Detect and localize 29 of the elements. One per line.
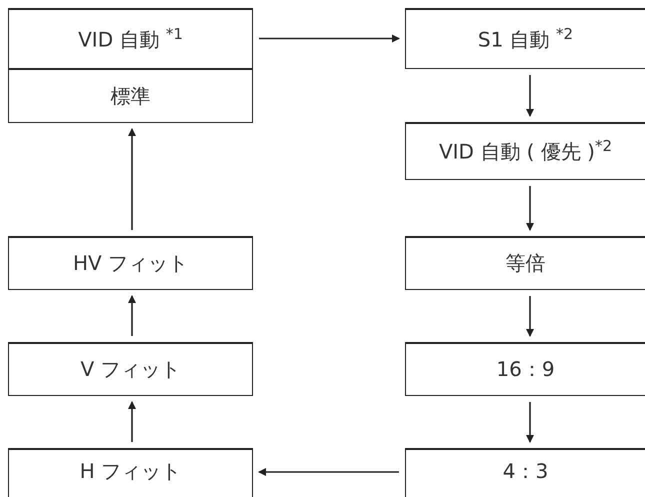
arrow <box>258 468 399 476</box>
arrow <box>259 34 400 42</box>
process-box <box>8 8 253 69</box>
box-label: H フィット <box>80 458 182 485</box>
box-label: VID 自動 $^{*1}$ <box>78 24 183 54</box>
box-label: 16：9 <box>496 356 555 383</box>
arrow <box>526 296 534 337</box>
arrow <box>526 402 534 443</box>
arrow <box>526 186 534 231</box>
arrow <box>128 295 136 336</box>
box-label: 4：3 <box>502 458 548 485</box>
process-box <box>8 236 253 290</box>
process-box <box>8 68 253 123</box>
arrow <box>526 75 534 117</box>
box-label: S1 自動 $^{*2}$ <box>478 24 574 54</box>
box-label: VID 自動 ( 優先 )$^{*2}$ <box>438 137 612 166</box>
box-label: 標準 <box>110 82 150 110</box>
process-box <box>8 448 253 497</box>
process-box <box>405 236 645 290</box>
box-label: HV フィット <box>72 250 188 277</box>
process-box <box>8 342 253 396</box>
process-box <box>405 122 645 180</box>
box-label: V フィット <box>80 356 181 383</box>
arrow <box>128 401 136 442</box>
box-label: 等倍 <box>506 250 546 277</box>
process-box <box>405 342 645 396</box>
process-box <box>405 8 645 69</box>
process-box <box>405 448 645 497</box>
arrow <box>128 128 136 230</box>
